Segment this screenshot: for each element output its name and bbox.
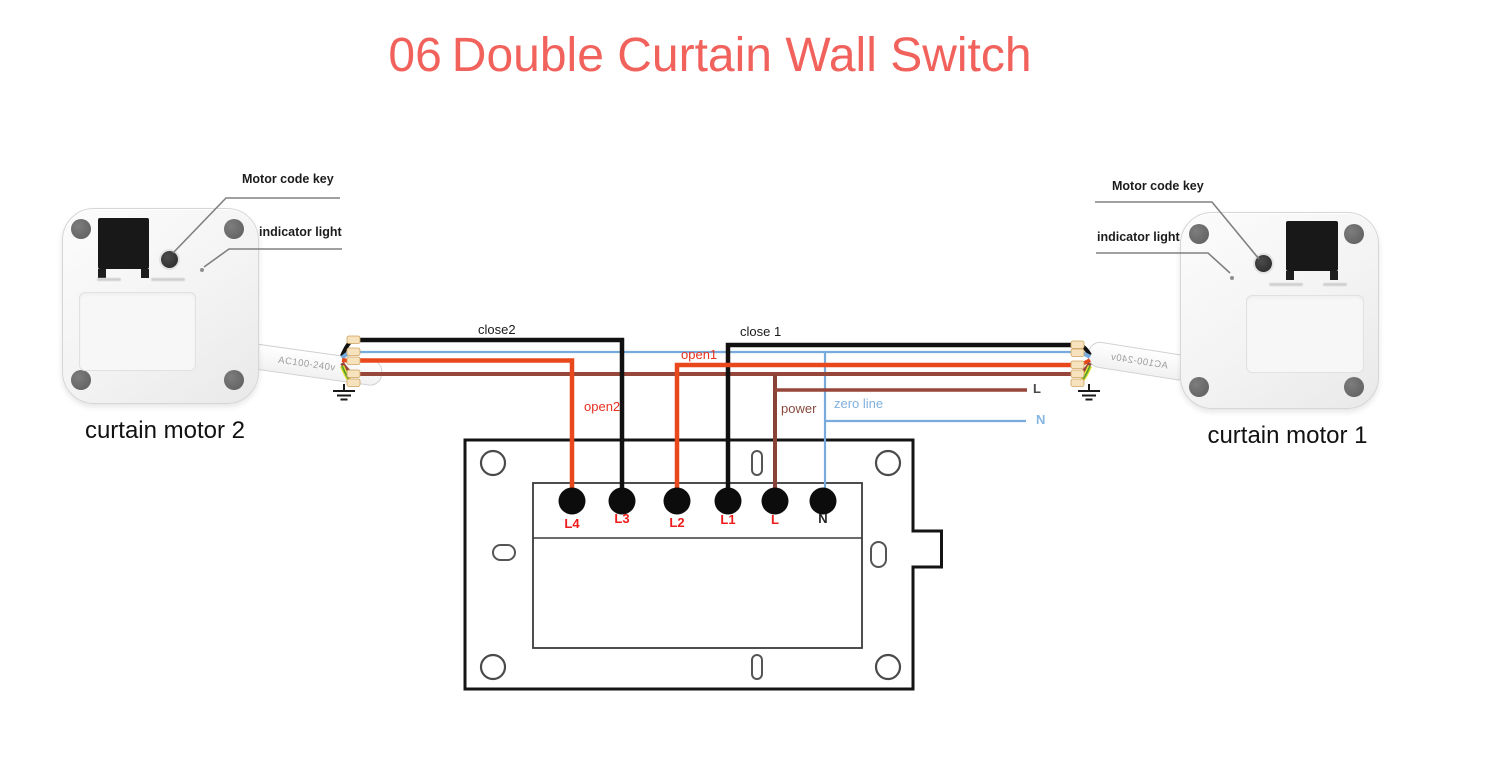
rj-port-leg (141, 269, 149, 278)
screw-icon (224, 219, 244, 239)
crimp-connector (1070, 340, 1085, 349)
device-print-marks (1323, 283, 1347, 286)
wire-label-open1: open1 (681, 347, 718, 362)
mounting-slot (492, 544, 516, 561)
wire-label-zero-line: zero line (834, 396, 884, 411)
crimp-connector (346, 369, 361, 378)
crimp-connector (1070, 348, 1085, 357)
screw-icon (71, 370, 91, 390)
mounting-hole (479, 653, 507, 681)
wire-open1 (674, 362, 1073, 500)
page-title-text: Double Curtain Wall Switch (451, 29, 1032, 82)
crimp-connectors-right (1070, 340, 1085, 387)
wire-label-neutral: N (1036, 412, 1046, 427)
wire-label-close1: close 1 (740, 324, 782, 339)
rj-port-leg (98, 269, 106, 278)
crimp-connectors-left (346, 335, 361, 387)
terminal-label-L4: L4 (564, 516, 580, 531)
crimp-connector (1070, 360, 1085, 369)
curtain-motor-2-body (62, 208, 259, 404)
mounting-hole (479, 449, 507, 477)
terminal-label-N: N (818, 511, 828, 526)
screw-icon (1189, 224, 1209, 244)
terminal-N (809, 487, 837, 515)
mounting-slot (751, 450, 763, 476)
annotation-line-indicator-right (1096, 252, 1231, 274)
screw-icon (1344, 224, 1364, 244)
terminal-L1 (714, 487, 742, 515)
wire-open2 (357, 358, 575, 500)
annotation-line-code-key-right (1095, 201, 1260, 260)
rj-port-icon (98, 218, 149, 269)
terminal-label-L3: L3 (614, 511, 630, 526)
motor-code-key-label-right: Motor code key (1112, 179, 1204, 193)
rj-port-icon (1286, 221, 1338, 271)
crimp-connector (346, 335, 361, 344)
device-print-marks (97, 278, 121, 281)
terminal-L3 (608, 487, 636, 515)
indicator-light-label-right: indicator light (1097, 230, 1180, 244)
annotation-line-code-key-left (172, 197, 340, 254)
indicator-light-led (200, 268, 204, 272)
wire-label-open2: open2 (584, 399, 621, 414)
mounting-hole (874, 653, 902, 681)
wire-label-live: L (1033, 381, 1041, 396)
indicator-light-label-left: indicator light (259, 225, 342, 239)
indicator-light-led (1230, 276, 1234, 280)
screw-icon (71, 219, 91, 239)
wire-close2 (357, 337, 625, 500)
mounting-slot (870, 541, 887, 568)
terminal-label-L: L (771, 512, 779, 527)
terminal-label-L2: L2 (669, 515, 685, 530)
page-title-number: 06 (388, 29, 442, 82)
motor-code-key-label-left: Motor code key (242, 172, 334, 186)
crimp-connector (1070, 369, 1085, 378)
motor-code-key-button (1255, 255, 1272, 272)
rj-port-leg (1286, 271, 1294, 280)
wire-label-power: power (781, 401, 817, 416)
crimp-connector (346, 356, 361, 365)
terminal-L (761, 487, 789, 515)
terminal-L4 (558, 487, 586, 515)
crimp-connector (346, 378, 361, 387)
screw-icon (224, 370, 244, 390)
terminal-L2 (663, 487, 691, 515)
curtain-motor-2-caption: curtain motor 2 (84, 417, 246, 444)
mounting-slot (751, 654, 763, 680)
crimp-connector (1070, 378, 1085, 387)
crimp-connector (346, 347, 361, 356)
terminal-label-L1: L1 (720, 512, 736, 527)
screw-icon (1344, 377, 1364, 397)
screw-icon (1189, 377, 1209, 397)
annotation-line-indicator-left (203, 248, 342, 268)
wire-close1 (725, 342, 1073, 500)
device-print-marks (1269, 283, 1303, 286)
mounting-hole (874, 449, 902, 477)
curtain-motor-1-body (1180, 212, 1379, 409)
device-print-marks (151, 278, 185, 281)
device-recess (79, 292, 196, 371)
terminal-block (532, 482, 863, 649)
wire-label-close2: close2 (478, 322, 516, 337)
device-recess (1246, 295, 1364, 373)
rj-port-leg (1330, 271, 1338, 280)
motor-code-key-button (161, 251, 178, 268)
ground-symbol-left (333, 384, 355, 401)
curtain-motor-1-caption: curtain motor 1 (1207, 422, 1368, 449)
ground-symbol-right (1078, 384, 1100, 401)
